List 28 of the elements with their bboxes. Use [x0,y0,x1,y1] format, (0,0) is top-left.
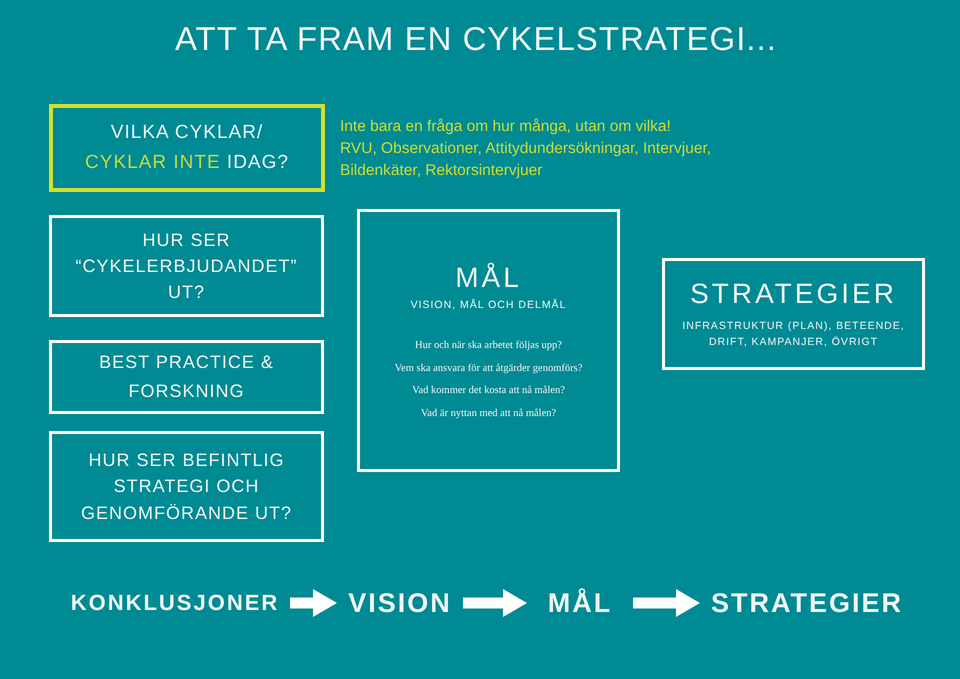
arrow [290,589,337,617]
box-text: Vad är nyttan med att nå målen? [420,406,556,420]
step-label: STRATEGIER [710,586,903,620]
title: ATT TA FRAM EN CYKELSTRATEGI... [175,20,777,58]
box-heading: VILKA CYKLAR/ CYKLAR INTE IDAG? [84,120,290,175]
box-heading: HUR SER BEFINTLIG STRATEGI OCH GENOMFÖRANDE UT? [80,449,293,525]
note-text: RVU, Observationer, Attitydundersökningar, Intervjuer, Bildenkäter, Rektorsintervjuer [340,139,712,181]
box-heading: HUR SER “CYKELERBJUDANDET” UT? [74,228,299,304]
box-heading: MÅL [455,260,522,294]
box-heading: STRATEGIER [690,277,897,312]
step-label: KONKLUSJONER [70,590,280,616]
step-label: MÅL [548,586,612,620]
strategy-box [662,258,925,370]
question-box [49,431,324,542]
question-box [49,215,324,317]
question-box [49,104,325,192]
note-text: Inte bara en fråga om hur många, utan om vilka! [340,117,671,137]
box-text: Hur och när ska arbetet följas upp? [415,338,562,352]
goal-box [357,209,620,472]
box-heading: BEST PRACTICE & FORSKNING [98,351,275,403]
topic-box [49,340,324,414]
arrow [463,589,527,617]
box-text: Vad kommer det kosta att nå målen? [412,384,565,398]
box-text: Vem ska ansvara för att åtgärder genomförs? [394,362,582,376]
arrow [633,589,700,617]
step-label: VISION [348,586,452,620]
box-text: VISION, MÅL OCH DELMÅL [410,298,566,313]
box-text: INFRASTRUKTUR (PLAN), BETEENDE, DRIFT, KAMPANJER, ÖVRIGT [681,319,906,350]
